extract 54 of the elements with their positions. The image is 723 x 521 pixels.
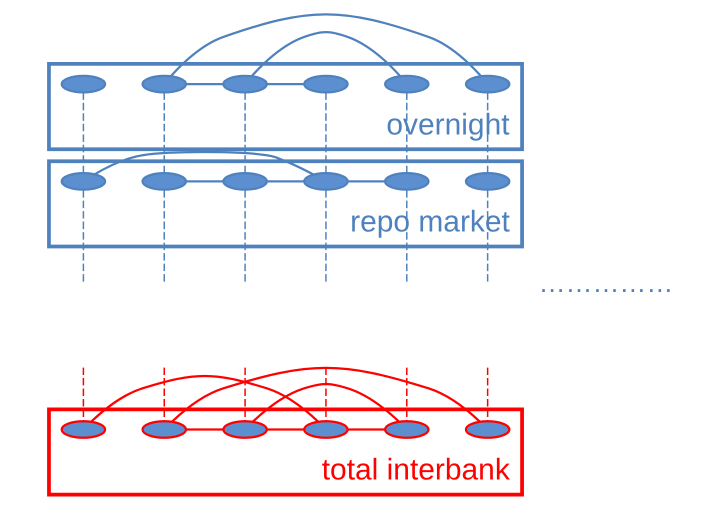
node-ellipse: [60, 420, 106, 439]
cluster: overnight: [47, 62, 524, 152]
cluster: total interbank: [47, 407, 524, 497]
connector: [250, 31, 401, 77]
connector: [186, 82, 224, 86]
node-ellipse: [384, 172, 430, 191]
connector: [82, 190, 84, 284]
connector: [486, 92, 488, 173]
connector: [90, 374, 319, 422]
connector: [170, 13, 482, 77]
connector: [164, 368, 165, 421]
connector: [82, 368, 84, 421]
node-ellipse: [60, 74, 106, 94]
connector: [186, 180, 224, 183]
connector: [406, 190, 408, 284]
node-ellipse: [464, 420, 510, 439]
connector: [486, 368, 488, 421]
node-ellipse: [384, 74, 430, 94]
connector: [252, 382, 400, 422]
connector: [348, 180, 385, 183]
connector: [267, 82, 304, 86]
node-ellipse: [464, 172, 510, 191]
connector: [486, 190, 488, 284]
node-ellipse: [464, 74, 510, 94]
connector: [164, 190, 165, 284]
node-ellipse: [303, 74, 349, 94]
connector: [244, 368, 246, 421]
node-ellipse: [141, 74, 188, 94]
connector: [406, 92, 408, 173]
connector: [244, 92, 246, 173]
node-ellipse: [303, 172, 349, 191]
node-ellipse: [303, 420, 349, 439]
node-ellipse: [60, 172, 106, 191]
node-ellipse: [141, 420, 188, 439]
connector: [406, 368, 408, 421]
connector: [171, 366, 480, 422]
connector: [82, 92, 84, 173]
label: ……………: [538, 268, 674, 298]
node-ellipse: [384, 420, 430, 439]
connector: [325, 368, 327, 421]
connector: [267, 428, 304, 431]
connector: [325, 190, 327, 284]
connector: [267, 180, 304, 183]
connector: [186, 428, 224, 431]
cluster: repo market: [47, 159, 524, 248]
connector: [244, 190, 246, 284]
connector: [94, 150, 314, 176]
connector: [164, 92, 165, 173]
connector: [348, 428, 385, 431]
node-ellipse: [222, 420, 268, 439]
node-ellipse: [222, 172, 268, 191]
connector: [325, 92, 327, 173]
node-ellipse: [141, 172, 188, 191]
node-ellipse: [222, 74, 268, 94]
